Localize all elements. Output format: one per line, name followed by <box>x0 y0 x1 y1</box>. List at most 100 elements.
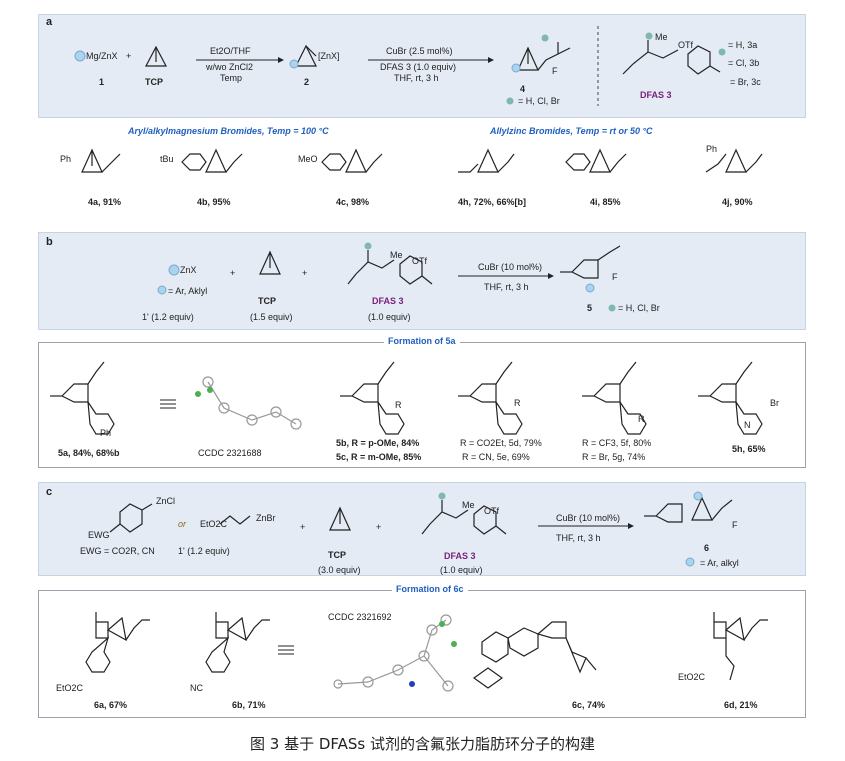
b-cond-bot: THF, rt, 3 h <box>484 282 529 292</box>
cond1-top: Et2O/THF <box>210 46 251 56</box>
panel-a-scheme <box>74 26 726 106</box>
c-tcp: TCP <box>328 550 346 560</box>
panel-b <box>38 232 806 330</box>
f5-sub-bc: R <box>395 400 402 410</box>
product-4-definition: = H, Cl, Br <box>518 96 560 106</box>
row4-label-a: 4a, 91% <box>88 197 122 207</box>
row4-label-h: 4h, 72%, 66%[b] <box>458 197 527 207</box>
c-prod-def: = Ar, alkyl <box>700 558 739 568</box>
panel-b-scheme <box>157 242 621 312</box>
f5-ccdc: CCDC 2321688 <box>198 448 262 458</box>
formation-6-structures <box>85 612 768 692</box>
row4-label-c: 4c, 98% <box>336 197 370 207</box>
row4-sub-a: Ph <box>60 154 72 164</box>
cond2-bot: THF, rt, 3 h <box>394 73 439 83</box>
panel-c-scheme <box>109 491 733 567</box>
cond1-bot: Temp <box>220 73 243 83</box>
cond2-mid: DFAS 3 (1.0 equiv) <box>380 62 457 72</box>
c-ewg-def: EWG = CO2R, CN <box>80 546 155 556</box>
reagent-1-number: 1 <box>99 77 105 87</box>
b-dfas-eq: (1.0 equiv) <box>368 312 411 322</box>
f5-label-c: 5c, R = m-OMe, 85% <box>336 452 422 462</box>
c-plus-1: + <box>300 522 306 532</box>
plus-sign: + <box>126 51 132 61</box>
panel-c-label: c <box>46 486 53 498</box>
b-plus-2: + <box>302 268 308 278</box>
f6-ccdc: CCDC 2321692 <box>328 612 392 622</box>
f5-sub-fg: R <box>638 414 645 424</box>
b-prod-def: = H, Cl, Br <box>618 303 660 313</box>
f5-sub-h: Br <box>770 398 779 408</box>
f5-label-e: R = CN, 5e, 69% <box>462 452 530 462</box>
b-prod-f: F <box>612 272 618 282</box>
f6-sub-d: EtO2C <box>678 672 706 682</box>
c-ewg: EWG <box>88 530 110 540</box>
b-dfas: DFAS 3 <box>372 296 404 306</box>
formation-5-structures <box>50 361 763 435</box>
c-dfas-eq: (1.0 equiv) <box>440 565 483 575</box>
dfas-3-label: DFAS 3 <box>640 90 672 100</box>
c-plus-2: + <box>376 522 382 532</box>
f5-n-h: N <box>744 420 751 430</box>
product-4-fluorine: F <box>552 66 558 76</box>
c-otf: OTf <box>484 506 499 516</box>
b-tcp-eq: (1.5 equiv) <box>250 312 293 322</box>
f5-label-d: R = CO2Et, 5d, 79% <box>460 438 542 448</box>
b-prod-num: 5 <box>587 303 593 313</box>
f6-sub-b: NC <box>190 683 203 693</box>
def-3a: = H, 3a <box>728 40 758 50</box>
intermediate-number: 2 <box>304 77 310 87</box>
c-cond-bot: THF, rt, 3 h <box>556 533 601 543</box>
figure-caption: 图 3 基于 DFASs 试剂的含氟张力脂肪环分子的构建 <box>249 735 596 753</box>
formation-6-frame <box>38 590 806 718</box>
c-cond-top: CuBr (10 mol%) <box>556 513 621 523</box>
formation-6-title: Formation of 6c <box>392 584 468 594</box>
c-znbr: ZnBr <box>256 513 276 523</box>
row-4-structures <box>81 148 763 173</box>
reagent-1-name: Mg/ZnX <box>86 51 118 61</box>
row4-sub-b: tBu <box>160 154 174 164</box>
panel-b-label: b <box>46 236 53 248</box>
product-4-number: 4 <box>520 84 526 94</box>
row4-label-j: 4j, 90% <box>722 197 753 207</box>
f6-label-b: 6b, 71% <box>232 700 266 710</box>
f6-label-c: 6c, 74% <box>572 700 606 710</box>
panel-c <box>38 482 806 576</box>
intermediate-name: [ZnX] <box>318 51 340 61</box>
dfas-methyl: Me <box>655 32 668 42</box>
f5-label-h: 5h, 65% <box>732 444 766 454</box>
cond2-top: CuBr (2.5 mol%) <box>386 46 453 56</box>
f5-label-b: 5b, R = p-OMe, 84% <box>336 438 420 448</box>
b-reagent-num: 1' (1.2 equiv) <box>142 312 194 322</box>
def-3c: = Br, 3c <box>730 77 761 87</box>
b-reagent-def: = Ar, Aklyl <box>168 286 208 296</box>
panel-a-label: a <box>46 16 53 28</box>
row4-label-i: 4i, 85% <box>590 197 621 207</box>
f5-label-g: R = Br, 5g, 74% <box>582 452 646 462</box>
c-ester: EtO2C <box>200 519 228 529</box>
formation-5-title: Formation of 5a <box>384 336 460 346</box>
c-prod-num: 6 <box>704 543 710 553</box>
c-prod-f: F <box>732 520 738 530</box>
row4-label-b: 4b, 95% <box>197 197 231 207</box>
dfas-otf: OTf <box>678 40 693 50</box>
c-methyl: Me <box>462 500 475 510</box>
f6-label-a: 6a, 67% <box>94 700 128 710</box>
f5-label-f: R = CF3, 5f, 80% <box>582 438 652 448</box>
f5-sub-de: R <box>514 398 521 408</box>
row4-sub-c: MeO <box>298 154 318 164</box>
aryl-subtitle: Aryl/alkylmagnesium Bromides, Temp = 100… <box>128 126 329 136</box>
b-reagent: ZnX <box>180 265 197 275</box>
f5-label-a: 5a, 84%, 68%b <box>58 448 120 458</box>
row4-sub-j: Ph <box>706 144 718 154</box>
allyl-subtitle: Allylzinc Bromides, Temp = rt or 50 °C <box>490 126 653 136</box>
cond1-mid: w/wo ZnCl2 <box>206 62 254 72</box>
f6-label-d: 6d, 21% <box>724 700 758 710</box>
c-or: or <box>178 519 187 529</box>
b-otf: OTf <box>412 256 427 266</box>
def-3b: = Cl, 3b <box>728 58 760 68</box>
b-tcp: TCP <box>258 296 276 306</box>
b-cond-top: CuBr (10 mol%) <box>478 262 543 272</box>
c-reag-num: 1' (1.2 equiv) <box>178 546 230 556</box>
f5-sub-a: Ph <box>100 428 112 438</box>
